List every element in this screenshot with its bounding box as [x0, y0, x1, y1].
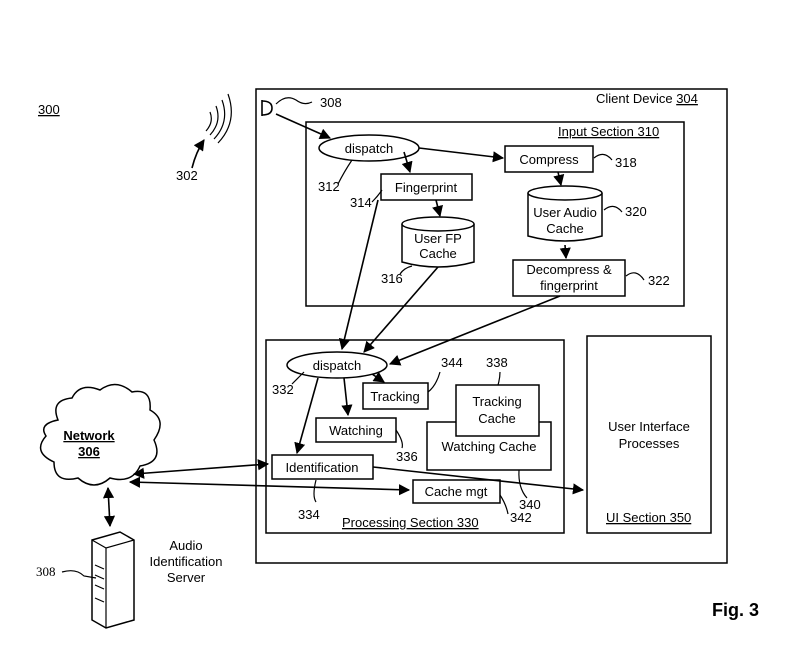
tracking-cache-label-2: Cache [478, 411, 516, 426]
mic-ref-leader [275, 97, 313, 105]
compress-label: Compress [519, 152, 579, 167]
user-audio-cache-label-2: Cache [546, 221, 584, 236]
decompress-label-1: Decompress & [526, 262, 612, 277]
compress-box [504, 145, 594, 173]
figure-number: 300 [38, 102, 60, 117]
processing-dispatch-label: dispatch [313, 358, 361, 373]
tracking-ref: 344 [441, 355, 463, 370]
leader-312 [337, 159, 353, 185]
network-cloud [39, 383, 161, 486]
user-fp-cache-label-1: User FP [414, 231, 462, 246]
watching-ref: 336 [396, 449, 418, 464]
leader-server-308 [61, 570, 97, 579]
arrow-decompress-pdispatch [388, 295, 561, 366]
ui-section-title: UI Section 350 [606, 510, 691, 525]
processing-dispatch-ref: 332 [272, 382, 294, 397]
tracking-label: Tracking [370, 389, 419, 404]
network-label-1: Network [63, 428, 115, 443]
arrow-dispatch-compress [418, 147, 505, 163]
decompress-box [512, 259, 626, 297]
cache-mgt-ref: 342 [510, 510, 532, 525]
arrow-network-cachemgt [128, 476, 411, 496]
user-fp-cache-ref: 316 [381, 271, 403, 286]
arrow-mic-dispatch [275, 113, 332, 140]
arrow-pdispatch-identification [294, 377, 319, 455]
identification-box [271, 454, 374, 480]
server-label-1: Audio [169, 538, 202, 553]
watching-box [315, 417, 397, 443]
processing-dispatch-node [286, 351, 388, 379]
network-label-2: 306 [78, 444, 100, 459]
watching-label: Watching [329, 423, 383, 438]
watching-cache-label: Watching Cache [442, 439, 537, 454]
leader-342 [499, 494, 509, 515]
input-section-title: Input Section 310 [558, 124, 659, 139]
ui-processes-label-2: Processes [619, 436, 680, 451]
leader-340 [518, 469, 528, 499]
tracking-cache-ref: 338 [486, 355, 508, 370]
server-label-2: Identification [150, 554, 223, 569]
leader-338 [497, 371, 501, 386]
leader-336 [395, 429, 403, 449]
input-dispatch-label: dispatch [345, 141, 393, 156]
cache-mgt-box [412, 479, 501, 504]
user-audio-cache-label-1: User Audio [533, 205, 597, 220]
user-fp-cache-label-2: Cache [419, 246, 457, 261]
arrow-network-server [102, 486, 116, 528]
cache-mgt-label: Cache mgt [425, 484, 488, 499]
tracking-cache-label-1: Tracking [472, 394, 521, 409]
leader-332 [291, 371, 305, 385]
client-device-label: Client Device 304 [596, 91, 698, 106]
leader-314 [371, 189, 383, 203]
signal-waves-icon [205, 93, 232, 144]
arrow-pdispatch-watching [341, 377, 353, 417]
user-audio-cache-ref: 320 [625, 204, 647, 219]
user-audio-cache [527, 185, 603, 242]
arrow-network-identification [132, 459, 270, 479]
fingerprint-box [380, 173, 473, 201]
decompress-ref: 322 [648, 273, 670, 288]
ui-section-box [586, 335, 712, 534]
arrow-audiocache-decompress [559, 244, 571, 260]
server-icon [91, 531, 135, 629]
identification-label: Identification [286, 460, 359, 475]
arrow-identification-ui [372, 466, 585, 495]
leader-322 [625, 272, 645, 281]
leader-344 [427, 371, 441, 393]
wave-ref-leader [191, 139, 205, 169]
fingerprint-ref: 314 [350, 195, 372, 210]
identification-ref: 334 [298, 507, 320, 522]
server-label-3: Server [167, 570, 206, 585]
mic-ref: 308 [320, 95, 342, 110]
arrow-fingerprint-pdispatch [338, 199, 379, 351]
wave-ref: 302 [176, 168, 198, 183]
input-dispatch-ref: 312 [318, 179, 340, 194]
processing-section-title: Processing Section 330 [342, 515, 479, 530]
compress-ref: 318 [615, 155, 637, 170]
leader-316 [399, 265, 413, 275]
arrow-fpcache-pdispatch [363, 266, 439, 353]
microphone-icon [261, 100, 273, 116]
leader-318 [593, 153, 613, 161]
decompress-label-2: fingerprint [540, 278, 598, 293]
fingerprint-label: Fingerprint [395, 180, 458, 195]
watching-cache-ref: 340 [519, 497, 541, 512]
arrow-fingerprint-fpcache [432, 199, 443, 218]
server-ref: 308 [36, 564, 56, 579]
leader-320 [603, 205, 623, 213]
fig-label: Fig. 3 [712, 600, 759, 620]
tracking-box [362, 382, 429, 410]
arrow-pdispatch-tracking [371, 371, 385, 383]
arrow-dispatch-fingerprint [401, 151, 413, 174]
tracking-cache-box [455, 384, 540, 437]
ui-processes-label-1: User Interface [608, 419, 690, 434]
arrow-compress-audiocache [553, 171, 565, 187]
